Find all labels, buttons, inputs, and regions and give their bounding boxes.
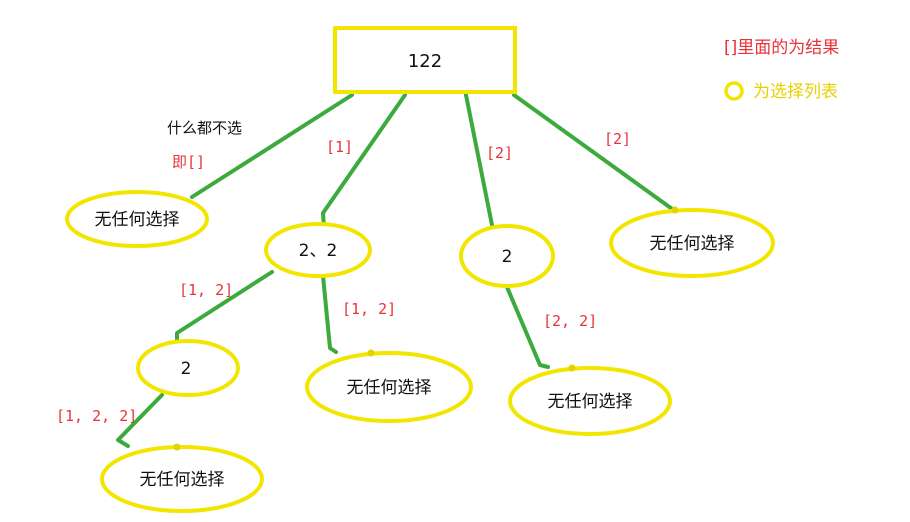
nodes	[65, 190, 775, 513]
edge-mid-left-to-lower-mid	[321, 274, 338, 354]
dot-lower-right	[568, 364, 576, 372]
legend-choices-text: 为选择列表	[753, 82, 838, 102]
legend-circle-icon	[724, 81, 744, 101]
edges	[116, 93, 677, 448]
node-lower-left	[136, 339, 240, 397]
edge-label-mid-left: [1]	[326, 138, 353, 156]
bottom-left-label: 无任何选择	[140, 470, 225, 490]
edge-lower-left-to-bottom-left	[116, 393, 164, 448]
mid-left-label: 2、2	[299, 241, 338, 261]
edge-label-lower-right: [2, 2]	[543, 312, 597, 330]
leaf-left-label: 无任何选择	[95, 210, 180, 230]
edge-mid-left-to-lower-left	[175, 270, 274, 344]
node-mid-right	[459, 224, 555, 288]
node-lower-mid	[305, 351, 473, 423]
edge-note-none: 什么都不选	[167, 119, 242, 137]
leaf-right-label: 无任何选择	[650, 234, 735, 254]
node-leaf-left	[65, 190, 209, 248]
node-bottom-left	[100, 445, 264, 513]
dot-bottom-left	[173, 443, 181, 451]
edge-root-to-leaf-right	[512, 93, 677, 213]
node-mid-left	[264, 222, 372, 278]
dot-lower-mid	[367, 349, 375, 357]
node-leaf-right	[609, 208, 775, 278]
root-label: 122	[408, 51, 442, 72]
edge-label-lower-left: [1, 2]	[179, 281, 233, 299]
lower-mid-label: 无任何选择	[347, 378, 432, 398]
lower-right-label: 无任何选择	[548, 392, 633, 412]
edge-label-empty: 即[]	[172, 153, 205, 171]
mid-right-label: 2	[502, 247, 513, 267]
edge-label-mid-right: [2]	[486, 144, 513, 162]
edge-label-bottom-left: [1, 2, 2]	[56, 407, 137, 425]
edge-root-to-mid-right	[464, 93, 494, 227]
edge-label-lower-mid: [1, 2]	[342, 300, 396, 318]
root-node	[333, 26, 517, 94]
edge-label-leaf-right: [2]	[604, 130, 631, 148]
edge-mid-right-to-lower-right	[505, 285, 550, 369]
edge-end-dots	[173, 206, 679, 451]
lower-left-label: 2	[181, 359, 192, 379]
node-lower-right	[508, 366, 672, 436]
edge-root-to-mid-left	[321, 93, 407, 230]
edge-root-to-leaf-left	[190, 93, 354, 199]
legend-result-text: []里面的为结果	[724, 38, 839, 58]
dot-leaf-right	[671, 206, 679, 214]
